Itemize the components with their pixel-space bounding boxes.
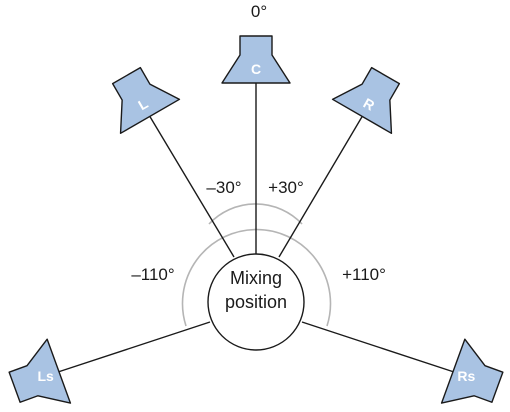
mixing-position-circle [207, 253, 305, 351]
line-to-rs [301, 321, 455, 373]
mixing-position-label-line1: Mixing [230, 268, 282, 288]
angle-label-right-surround: +110° [342, 265, 386, 284]
speaker-l: L [111, 66, 181, 135]
speaker-rs: Rs [440, 338, 504, 404]
speaker-c: C [221, 35, 291, 84]
mixing-position-label-line2: position [225, 292, 287, 312]
line-to-ls [57, 321, 211, 373]
angle-label-left-surround: –110° [131, 265, 174, 284]
speaker-c-label: C [251, 61, 261, 77]
line-to-l [145, 109, 235, 258]
angle-label-right-front: +30° [268, 178, 304, 197]
speaker-rs-label: Rs [457, 368, 475, 384]
speaker-r: R [331, 66, 401, 135]
speaker-ls-label: Ls [37, 368, 54, 384]
line-to-r [278, 109, 367, 258]
angle-label-front: 0° [251, 2, 267, 21]
angle-label-left-front: –30° [206, 178, 241, 197]
speaker-ls: Ls [8, 338, 72, 404]
